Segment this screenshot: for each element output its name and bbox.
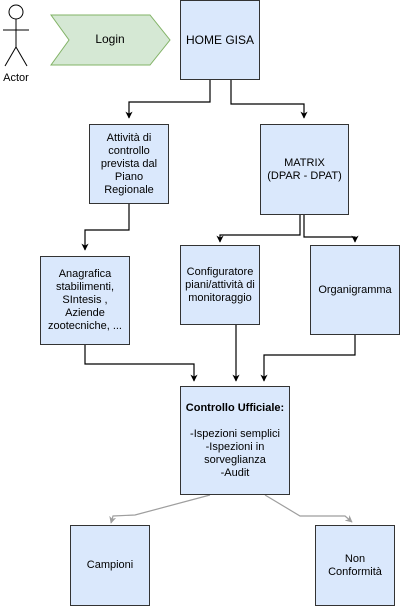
actor-icon [3,4,29,67]
edge-matrix-to-organigramma [303,215,359,243]
edge-home-to-matrix [230,80,308,119]
home-gisa-node: HOME GISA [180,0,260,80]
edge-organigramma-to-controllo [260,335,356,382]
edge-controllo-to-campioni [109,494,211,524]
attivita-controllo-node: Attività di controllo prevista dal Piano… [89,124,169,204]
controllo-ufficiale-title: Controllo Ufficiale: [185,401,285,414]
edge-home-to-attivita [125,80,211,119]
organigramma-node: Organigramma [310,245,400,335]
edge-controllo-to-non-conformita [264,494,353,523]
edge-attivita-to-anagrafica [81,204,130,251]
controllo-ufficiale-body: -Ispezioni semplici -Ispezioni in sorveg… [190,427,280,479]
actor-label: Actor [3,72,29,84]
edge-anagrafica-to-controllo [84,345,198,382]
anagrafica-node: Anagrafica stabilimenti, SIntesis , Azie… [40,256,130,345]
matrix-node: MATRIX (DPAR - DPAT) [260,124,349,215]
login-label: Login [95,32,125,46]
login-step-shape [50,14,171,66]
campioni-node: Campioni [70,525,150,606]
non-conformita-node: Non Conformità [315,525,395,606]
configuratore-node: Configuratore piani/attività di monitora… [180,245,260,325]
controllo-ufficiale-node: Controllo Ufficiale: -Ispezioni semplici… [180,386,290,495]
edge-matrix-to-configuratore [216,215,301,243]
